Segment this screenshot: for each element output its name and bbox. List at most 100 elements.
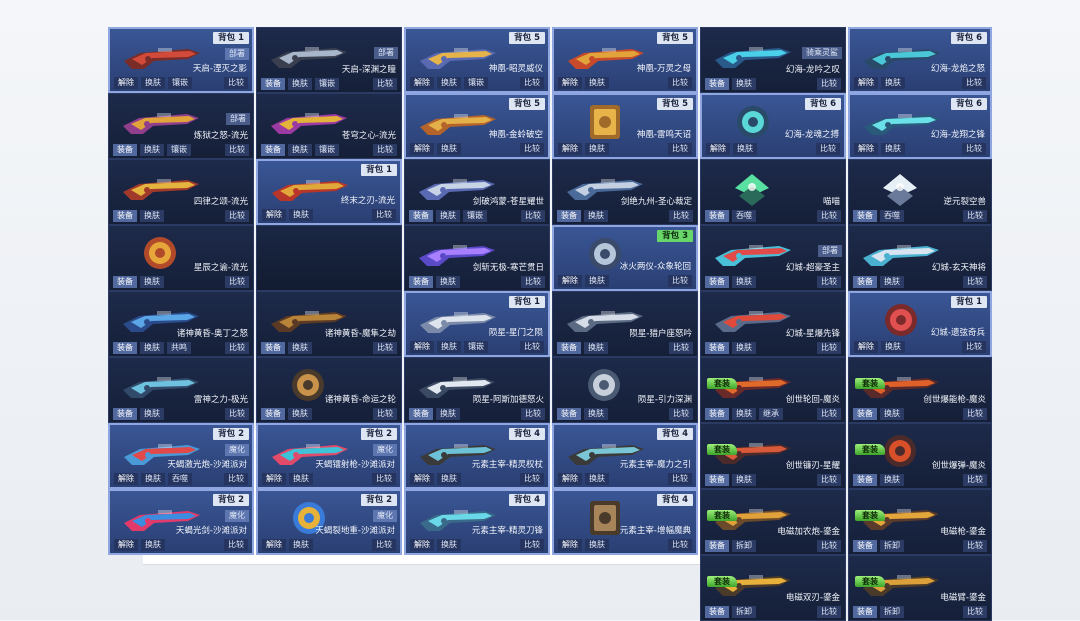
compare-button[interactable]: 比较: [520, 341, 544, 353]
inlay-button[interactable]: 镶嵌: [315, 78, 339, 90]
equip-button[interactable]: 装备: [557, 408, 581, 420]
compare-button[interactable]: 比较: [817, 78, 841, 90]
devour-button[interactable]: 吞噬: [168, 473, 192, 485]
equip-button[interactable]: 装备: [261, 342, 285, 354]
compare-button[interactable]: 比较: [817, 342, 841, 354]
weapon-card[interactable]: 剑斩无极-寒芒贯日装备换肤比较: [404, 225, 550, 291]
equip-button[interactable]: 装备: [113, 276, 137, 288]
compare-button[interactable]: 比较: [668, 275, 692, 287]
inlay-button[interactable]: 镶嵌: [463, 210, 487, 222]
skin-button[interactable]: 换肤: [289, 473, 313, 485]
compare-button[interactable]: 比较: [520, 77, 544, 89]
weapon-card[interactable]: 诸神黄昏-奥丁之怒装备换肤共鸣比较: [108, 291, 254, 357]
skin-button[interactable]: 换肤: [140, 408, 164, 420]
compare-button[interactable]: 比较: [963, 210, 987, 222]
skin-button[interactable]: 换肤: [584, 408, 608, 420]
disassemble-button[interactable]: 拆卸: [732, 540, 756, 552]
skin-button[interactable]: 换肤: [437, 77, 461, 89]
compare-button[interactable]: 比较: [963, 276, 987, 288]
skin-button[interactable]: 换肤: [584, 342, 608, 354]
weapon-card[interactable]: 逆元裂空兽装备吞噬比较: [848, 159, 992, 225]
compare-button[interactable]: 比较: [225, 408, 249, 420]
unequip-button[interactable]: 解除: [410, 143, 434, 155]
equip-button[interactable]: 装备: [113, 408, 137, 420]
skin-button[interactable]: 换肤: [140, 144, 164, 156]
equip-button[interactable]: 装备: [853, 474, 877, 486]
equip-button[interactable]: 装备: [113, 210, 137, 222]
equip-button[interactable]: 装备: [853, 210, 877, 222]
unequip-button[interactable]: 解除: [410, 473, 434, 485]
weapon-card[interactable]: 喵喵装备吞噬比较: [700, 159, 846, 225]
unequip-button[interactable]: 解除: [706, 143, 730, 155]
skin-button[interactable]: 换肤: [288, 342, 312, 354]
inlay-button[interactable]: 镶嵌: [168, 77, 192, 89]
compare-button[interactable]: 比较: [225, 342, 249, 354]
skin-button[interactable]: 换肤: [437, 539, 461, 551]
skin-button[interactable]: 换肤: [732, 78, 756, 90]
skin-button[interactable]: 换肤: [289, 209, 313, 221]
disassemble-button[interactable]: 拆卸: [880, 606, 904, 618]
skin-button[interactable]: 换肤: [732, 474, 756, 486]
compare-button[interactable]: 比较: [962, 143, 986, 155]
devour-button[interactable]: 吞噬: [880, 210, 904, 222]
resonate-button[interactable]: 共鸣: [167, 342, 191, 354]
compare-button[interactable]: 比较: [817, 474, 841, 486]
weapon-card[interactable]: 星辰之谕-流光装备换肤比较: [108, 225, 254, 291]
equip-button[interactable]: 装备: [557, 342, 581, 354]
weapon-card[interactable]: 套装创世镰刃-星耀装备换肤比较: [700, 423, 846, 489]
skin-button[interactable]: 换肤: [288, 78, 312, 90]
weapon-card[interactable]: 陨星-引力深渊装备换肤比较: [552, 357, 698, 423]
weapon-card[interactable]: 套装创世爆能枪-魔炎装备换肤比较: [848, 357, 992, 423]
equip-button[interactable]: 装备: [705, 540, 729, 552]
weapon-card[interactable]: 诸神黄昏-魔隼之劫装备换肤比较: [256, 291, 402, 357]
unequip-button[interactable]: 解除: [114, 77, 138, 89]
weapon-card[interactable]: 陨星-猎户座怒吟装备换肤比较: [552, 291, 698, 357]
inlay-button[interactable]: 镶嵌: [464, 77, 488, 89]
skin-button[interactable]: 换肤: [288, 408, 312, 420]
skin-button[interactable]: 换肤: [732, 408, 756, 420]
compare-button[interactable]: 比较: [224, 77, 248, 89]
weapon-card[interactable]: 雷神之力-极光装备换肤比较: [108, 357, 254, 423]
skin-button[interactable]: 换肤: [436, 276, 460, 288]
skin-button[interactable]: 换肤: [880, 276, 904, 288]
compare-button[interactable]: 比较: [521, 408, 545, 420]
skin-button[interactable]: 换肤: [141, 473, 165, 485]
equip-button[interactable]: 装备: [261, 78, 285, 90]
compare-button[interactable]: 比较: [373, 342, 397, 354]
equip-button[interactable]: 装备: [705, 210, 729, 222]
unequip-button[interactable]: 解除: [410, 77, 434, 89]
weapon-card[interactable]: 幻城-玄天神将装备换肤比较: [848, 225, 992, 291]
skin-button[interactable]: 换肤: [141, 77, 165, 89]
equip-button[interactable]: 装备: [113, 144, 137, 156]
compare-button[interactable]: 比较: [224, 539, 248, 551]
skin-button[interactable]: 换肤: [140, 342, 164, 354]
skin-button[interactable]: 换肤: [881, 77, 905, 89]
skin-button[interactable]: 换肤: [881, 341, 905, 353]
skin-button[interactable]: 换肤: [437, 473, 461, 485]
compare-button[interactable]: 比较: [225, 144, 249, 156]
equip-button[interactable]: 装备: [557, 210, 581, 222]
compare-button[interactable]: 比较: [372, 539, 396, 551]
compare-button[interactable]: 比较: [520, 539, 544, 551]
weapon-card[interactable]: 苍穹之心-流光装备换肤镶嵌比较: [256, 93, 402, 159]
skin-button[interactable]: 换肤: [437, 143, 461, 155]
compare-button[interactable]: 比较: [373, 144, 397, 156]
compare-button[interactable]: 比较: [669, 408, 693, 420]
disassemble-button[interactable]: 拆卸: [732, 606, 756, 618]
skin-button[interactable]: 换肤: [732, 276, 756, 288]
equip-button[interactable]: 装备: [409, 408, 433, 420]
compare-button[interactable]: 比较: [669, 342, 693, 354]
skin-button[interactable]: 换肤: [140, 276, 164, 288]
compare-button[interactable]: 比较: [668, 539, 692, 551]
unequip-button[interactable]: 解除: [558, 473, 582, 485]
